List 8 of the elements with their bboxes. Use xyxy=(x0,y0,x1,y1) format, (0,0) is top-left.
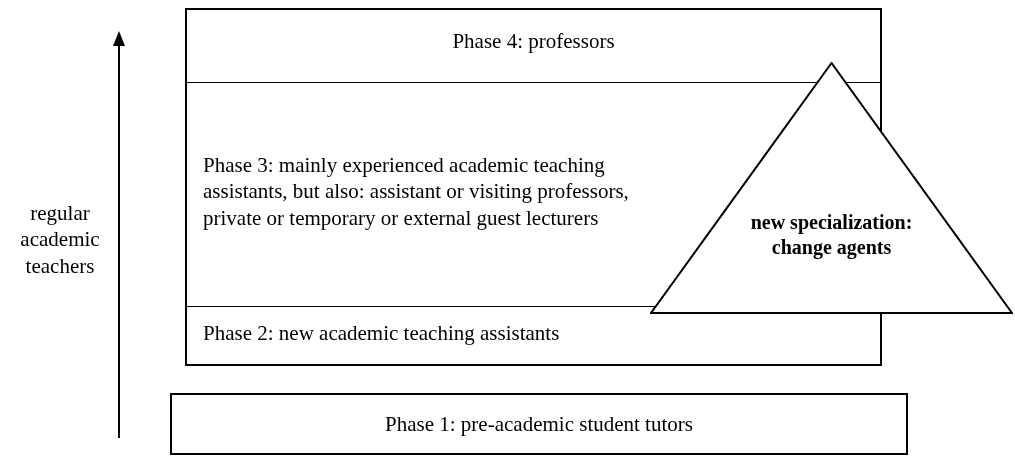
node-text: Phase 2: new academic teaching assistants xyxy=(203,320,561,347)
node-text: new specialization: change agents xyxy=(749,210,914,260)
axis-label: regular academic teachers xyxy=(19,200,101,279)
phase-box xyxy=(170,393,908,455)
node-text: Phase 3: mainly experienced academic teaching assistants, but also: assistant or visiting professors, private or temporary or external guest lecturers xyxy=(203,152,630,231)
node-text: Phase 4: professors xyxy=(451,28,616,55)
node-text: Phase 1: pre-academic student tutors xyxy=(384,411,694,438)
triangle xyxy=(650,62,1013,314)
